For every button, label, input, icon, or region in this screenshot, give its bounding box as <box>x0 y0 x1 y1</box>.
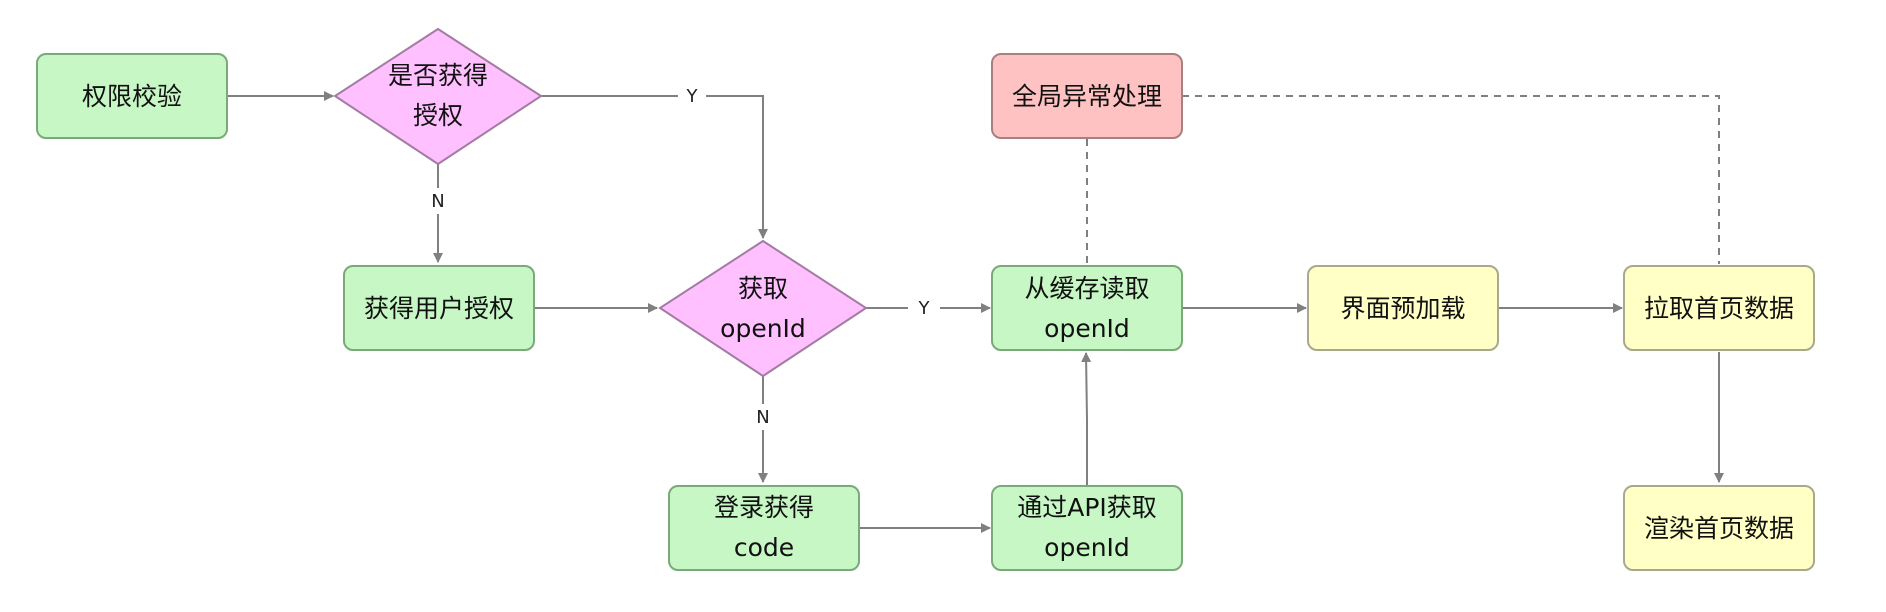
node-render-home: 渲染首页数据 <box>1623 485 1815 571</box>
node-cache-openid: 从缓存读取 openId <box>991 265 1183 351</box>
node-render-home-label: 渲染首页数据 <box>1644 514 1794 543</box>
node-get-user-auth-label: 获得用户授权 <box>364 294 514 323</box>
dashed-exception-to-fetch <box>1182 95 1720 264</box>
node-get-openid: 获取 openId <box>658 239 868 378</box>
node-permission-check-label: 权限校验 <box>82 82 182 111</box>
edge-label-authorized-no: N <box>431 191 444 212</box>
node-preload-ui-label: 界面预加载 <box>1340 294 1465 323</box>
edges <box>227 91 1724 533</box>
node-cache-openid-line1: 从缓存读取 <box>1024 274 1149 303</box>
node-login-code: 登录获得 code <box>668 485 860 571</box>
node-preload-ui: 界面预加载 <box>1307 265 1499 351</box>
edge-label-getopenid-no: N <box>756 407 769 428</box>
node-permission-check: 权限校验 <box>36 53 228 139</box>
node-get-openid-line1: 获取 <box>738 274 788 303</box>
node-is-authorized-line2: 授权 <box>413 101 463 130</box>
node-is-authorized: 是否获得 授权 <box>333 27 543 166</box>
node-api-openid-line1: 通过API获取 <box>1017 493 1157 522</box>
node-is-authorized-line1: 是否获得 <box>388 61 488 90</box>
edge-api-to-cache <box>1081 352 1092 486</box>
node-api-openid-line2: openId <box>1044 533 1130 562</box>
edge-label-getopenid-yes: Y <box>918 298 931 319</box>
node-api-openid: 通过API获取 openId <box>991 485 1183 571</box>
node-global-exception: 全局异常处理 <box>991 53 1183 139</box>
node-fetch-home: 拉取首页数据 <box>1623 265 1815 351</box>
edge-labels: Y N Y N <box>431 86 930 428</box>
edge-label-authorized-yes: Y <box>686 86 699 107</box>
node-login-code-line1: 登录获得 <box>714 493 814 522</box>
edge-authorized-yes-to-getopenid-2 <box>706 95 768 239</box>
node-get-user-auth: 获得用户授权 <box>343 265 535 351</box>
node-get-openid-line2: openId <box>720 314 806 343</box>
node-global-exception-label: 全局异常处理 <box>1012 82 1162 111</box>
node-login-code-line2: code <box>734 533 794 562</box>
node-fetch-home-label: 拉取首页数据 <box>1644 294 1794 323</box>
node-cache-openid-line2: openId <box>1044 314 1130 343</box>
